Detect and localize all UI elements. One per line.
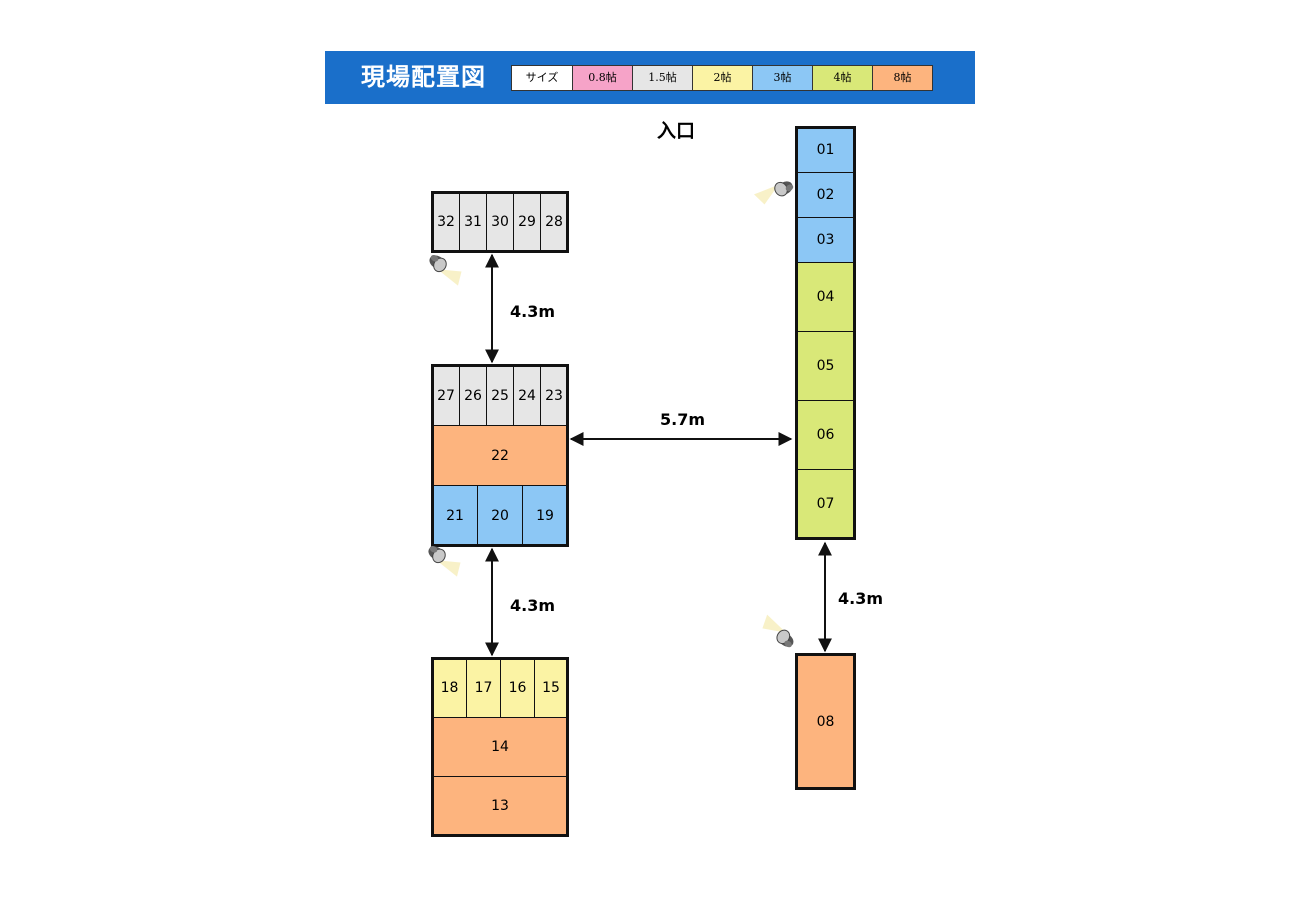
spotlight-icon — [757, 614, 799, 651]
unit-31[interactable]: 31 — [459, 192, 487, 252]
unit-20[interactable]: 20 — [477, 485, 523, 546]
distance-label-right: 4.3m — [838, 589, 884, 608]
spotlight-icon — [424, 252, 467, 287]
unit-07[interactable]: 07 — [796, 469, 855, 539]
distance-label-lower: 4.3m — [510, 596, 556, 615]
legend-1.5: 1.5帖 — [632, 66, 692, 90]
unit-15[interactable]: 15 — [534, 658, 568, 718]
distance-label-top: 4.3m — [510, 302, 556, 321]
spotlight-icon — [753, 174, 796, 209]
size-legend: サイズ 0.8帖 1.5帖 2帖 3帖 4帖 8帖 — [511, 65, 933, 91]
page-title: 現場配置図 — [361, 63, 486, 91]
legend-size-label: サイズ — [512, 66, 572, 90]
unit-30[interactable]: 30 — [486, 192, 514, 252]
unit-17[interactable]: 17 — [466, 658, 501, 718]
unit-13[interactable]: 13 — [432, 776, 568, 836]
entrance-label: 入口 — [656, 120, 695, 142]
legend-0.8: 0.8帖 — [572, 66, 632, 90]
legend-8: 8帖 — [872, 66, 932, 90]
header-bar: 現場配置図 サイズ 0.8帖 1.5帖 2帖 3帖 4帖 8帖 — [325, 51, 975, 104]
unit-03[interactable]: 03 — [796, 217, 855, 263]
legend-3: 3帖 — [752, 66, 812, 90]
unit-06[interactable]: 06 — [796, 400, 855, 470]
spotlight-icon — [423, 543, 466, 578]
distance-label-mid: 5.7m — [660, 410, 706, 429]
legend-2: 2帖 — [692, 66, 752, 90]
unit-24[interactable]: 24 — [513, 365, 541, 426]
legend-4: 4帖 — [812, 66, 872, 90]
